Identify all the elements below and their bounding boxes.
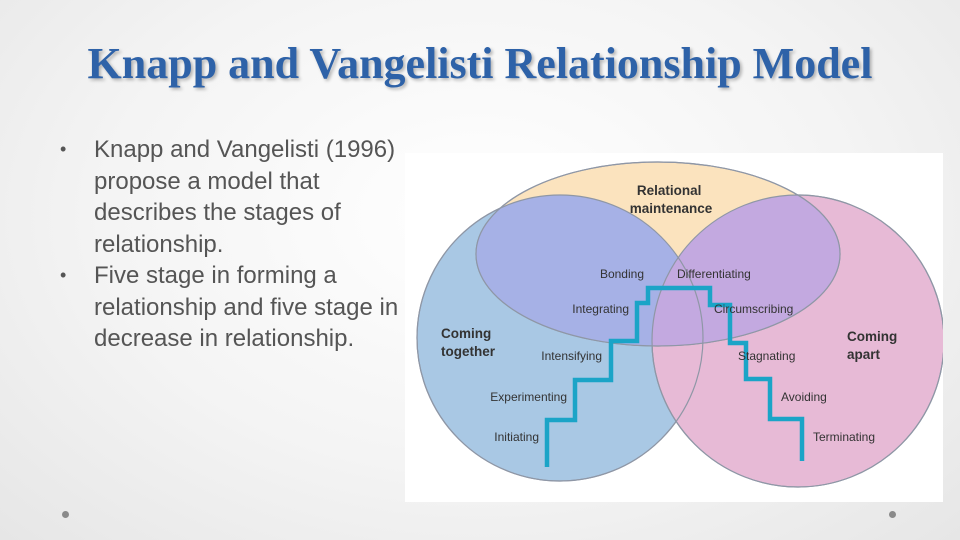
stage-stagnating: Stagnating [738,349,795,363]
bullet-text: Five stage in forming a relationship and… [94,262,399,352]
right-nav-dot-icon [889,511,896,518]
left-nav-dot-icon [62,511,69,518]
slide-title: Knapp and Vangelisti Relationship Model [87,39,873,88]
stage-bonding: Bonding [600,267,644,281]
coming-apart-label: Coming apart [847,329,901,362]
stage-differentiating: Differentiating [677,267,751,281]
stage-terminating: Terminating [813,430,875,444]
stage-intensifying: Intensifying [541,349,602,363]
relational-maintenance-line2: maintenance [630,201,713,216]
bullet-dot-icon: • [60,265,67,285]
stage-integrating: Integrating [572,302,629,316]
coming-apart-line2: apart [847,347,881,362]
relational-maintenance-label: Relational maintenance [630,183,713,216]
coming-apart-line1: Coming [847,329,897,344]
coming-together-label: Coming together [441,326,496,359]
relationship-model-figure: Relational maintenance Coming together C… [405,153,943,502]
coming-together-line1: Coming [441,326,491,341]
bullet-list: • Knapp and Vangelisti (1996) propose a … [60,134,405,355]
coming-together-line2: together [441,344,496,359]
stage-avoiding: Avoiding [781,390,827,404]
stage-initiating: Initiating [494,430,539,444]
bullet-item: • Knapp and Vangelisti (1996) propose a … [60,134,405,260]
relationship-model-diagram: Relational maintenance Coming together C… [416,161,943,488]
bullet-dot-icon: • [60,139,67,159]
relational-maintenance-line1: Relational [637,183,702,198]
bullet-item: • Five stage in forming a relationship a… [60,260,405,355]
stage-experimenting: Experimenting [490,390,567,404]
stage-circumscribing: Circumscribing [714,302,793,316]
bullet-text: Knapp and Vangelisti (1996) propose a mo… [94,136,396,258]
staircase-line [544,285,805,467]
